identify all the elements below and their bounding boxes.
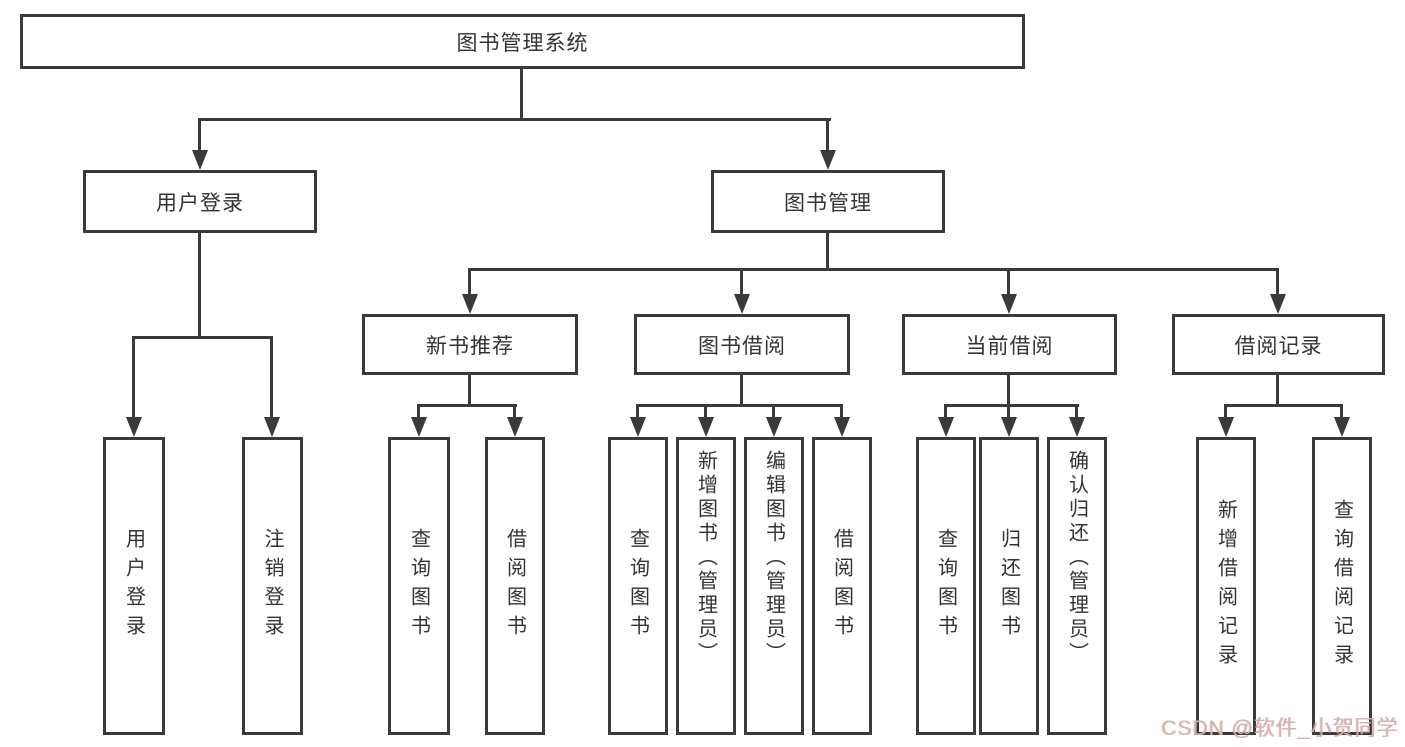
leaf-query-borrow-record: 查询借阅记录 — [1312, 437, 1372, 735]
arrowhead-user-login — [192, 150, 208, 170]
connector-currentborrow-bar — [944, 404, 1079, 407]
connector-stem-leaf-10 — [1007, 404, 1010, 419]
leaf-logout: 注销登录 — [242, 437, 303, 735]
node-root-library-system: 图书管理系统 — [20, 14, 1025, 69]
connector-level3-bar — [468, 268, 1279, 271]
arrowhead-book-borrow — [734, 294, 750, 314]
arrowhead-leaf-13 — [1334, 417, 1350, 437]
connector-stem-book-borrow — [740, 268, 743, 296]
connector-stem-leaf-4 — [513, 404, 516, 419]
leaf-borrow-books-1: 借阅图书 — [485, 437, 545, 735]
leaf-confirm-return-admin: 确认归还（管理员） — [1047, 437, 1107, 735]
leaf-query-books-2: 查询图书 — [608, 437, 668, 735]
connector-bookborrow-bar — [636, 404, 843, 407]
arrowhead-leaf-logout — [264, 417, 280, 437]
connector-bookborrow-stem — [740, 375, 743, 406]
node-new-book-recommend: 新书推荐 — [362, 314, 578, 375]
connector-bookmgmt-stem — [826, 233, 829, 271]
connector-stem-leaf-13 — [1340, 404, 1343, 419]
connector-stem-new-books — [468, 268, 471, 296]
csdn-watermark: CSDN @软件_小贺同学 — [1161, 717, 1399, 740]
leaf-add-borrow-record: 新增借阅记录 — [1196, 437, 1256, 735]
connector-newbooks-stem — [468, 375, 471, 406]
connector-stem-leaf-6 — [704, 404, 707, 419]
connector-level2-bar — [198, 118, 831, 121]
connector-stem-current-borrow — [1007, 268, 1010, 296]
leaf-add-books-admin: 新增图书（管理员） — [676, 437, 736, 735]
connector-userlogin-bar — [132, 336, 273, 339]
arrowhead-new-books — [462, 294, 478, 314]
node-book-management: 图书管理 — [711, 170, 945, 233]
connector-stem-book-mgmt — [826, 118, 829, 152]
node-book-borrowing: 图书借阅 — [634, 314, 850, 375]
connector-root-stem — [520, 69, 523, 120]
arrowhead-leaf-6 — [698, 417, 714, 437]
node-user-login: 用户登录 — [83, 170, 317, 233]
arrowhead-leaf-11 — [1069, 417, 1085, 437]
connector-userlogin-stem — [198, 233, 201, 338]
connector-stem-leaf-logout — [270, 336, 273, 418]
arrowhead-borrow-records — [1270, 294, 1286, 314]
node-current-borrowing: 当前借阅 — [902, 314, 1117, 375]
arrowhead-leaf-login — [126, 417, 142, 437]
leaf-edit-books-admin: 编辑图书（管理员） — [744, 437, 804, 735]
connector-stem-leaf-8 — [840, 404, 843, 419]
leaf-query-books-1: 查询图书 — [388, 437, 450, 735]
connector-records-stem — [1276, 375, 1279, 406]
arrowhead-current-borrow — [1001, 294, 1017, 314]
leaf-user-login: 用户登录 — [103, 437, 165, 735]
arrowhead-leaf-10 — [1001, 417, 1017, 437]
arrowhead-leaf-8 — [834, 417, 850, 437]
connector-newbooks-bar — [417, 404, 517, 407]
arrowhead-leaf-7 — [766, 417, 782, 437]
connector-stem-leaf-11 — [1075, 404, 1078, 419]
connector-stem-leaf-7 — [772, 404, 775, 419]
connector-stem-leaf-9 — [944, 404, 947, 419]
arrowhead-leaf-9 — [938, 417, 954, 437]
connector-stem-borrow-records — [1276, 268, 1279, 296]
connector-stem-user-login — [198, 118, 201, 152]
arrowhead-leaf-12 — [1218, 417, 1234, 437]
leaf-borrow-books-2: 借阅图书 — [812, 437, 872, 735]
connector-stem-leaf-3 — [417, 404, 420, 419]
arrowhead-leaf-5 — [630, 417, 646, 437]
connector-stem-leaf-12 — [1224, 404, 1227, 419]
arrowhead-leaf-3 — [411, 417, 427, 437]
node-borrow-records: 借阅记录 — [1172, 314, 1385, 375]
connector-stem-leaf-login — [132, 336, 135, 418]
leaf-return-books: 归还图书 — [979, 437, 1039, 735]
leaf-query-books-3: 查询图书 — [916, 437, 976, 735]
connector-records-bar — [1224, 404, 1343, 407]
connector-stem-leaf-5 — [636, 404, 639, 419]
connector-currentborrow-stem — [1007, 375, 1010, 406]
arrowhead-leaf-4 — [507, 417, 523, 437]
arrowhead-book-mgmt — [820, 150, 836, 170]
